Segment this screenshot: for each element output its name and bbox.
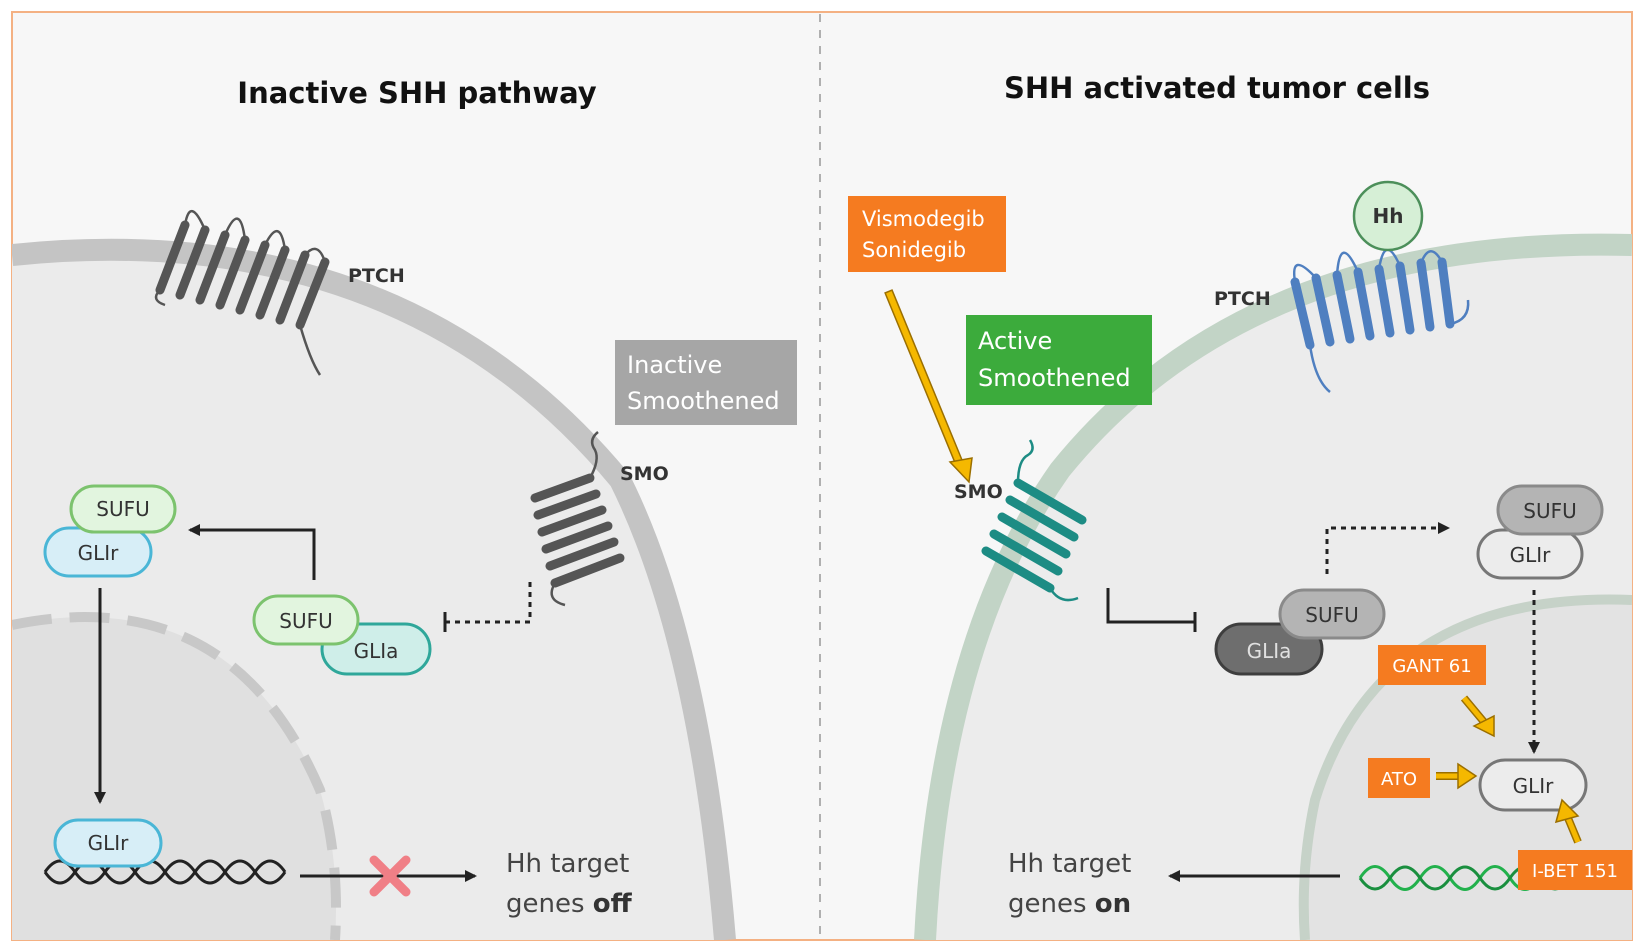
active-smoothened-line1: Active <box>978 327 1052 355</box>
gant61-label: GANT 61 <box>1392 656 1471 677</box>
right-glia-label: GLIa <box>1247 639 1292 663</box>
right-sufu-protein: SUFU <box>1278 588 1386 640</box>
left-panel-title: Inactive SHH pathway <box>237 76 596 110</box>
right-panel: PTCH Hh Active Smoothened Vismodegib Son… <box>848 71 1632 940</box>
left-glir-protein: GLIr <box>43 526 153 578</box>
hh-ligand: Hh <box>1352 180 1424 252</box>
left-sufu-top-label: SUFU <box>96 497 149 521</box>
right-upper-sufu-protein: SUFU <box>1496 484 1604 536</box>
left-smo-label: SMO <box>620 463 669 485</box>
right-panel-title: SHH activated tumor cells <box>1004 71 1430 105</box>
right-upper-glir-label: GLIr <box>1510 543 1552 567</box>
left-sufu-protein: SUFU <box>252 594 360 646</box>
left-output-line2: genes off <box>506 889 633 919</box>
left-sufu-top-protein: SUFU <box>69 484 177 534</box>
right-sufu-label: SUFU <box>1305 603 1358 627</box>
right-output-prefix: genes <box>1008 889 1095 919</box>
inactive-smoothened-line2: Smoothened <box>627 387 780 415</box>
smo-inhibitor-box: Vismodegib Sonidegib <box>848 196 1006 272</box>
right-smo-receptor: SMO <box>954 439 1087 602</box>
left-glir-label: GLIr <box>78 541 120 565</box>
right-ptch-receptor: PTCH <box>1214 248 1470 393</box>
right-upper-glir-protein: GLIr <box>1476 528 1584 580</box>
left-glia-label: GLIa <box>354 639 399 663</box>
right-output-line2: genes on <box>1008 889 1131 919</box>
ato-drug: ATO <box>1368 758 1478 798</box>
ato-label: ATO <box>1381 769 1417 790</box>
right-nucleus-glir-label: GLIr <box>1513 774 1555 798</box>
inactive-smoothened-line1: Inactive <box>627 351 722 379</box>
inhibitor-to-smo-arrow <box>884 289 973 484</box>
hh-ligand-label: Hh <box>1373 204 1404 228</box>
smo-to-complex-inhibition-right <box>1106 588 1197 632</box>
block-cross-icon <box>369 855 411 897</box>
left-panel: PTCH SMO Inactive Smoothened <box>12 76 797 940</box>
inactive-smoothened-box: Inactive Smoothened <box>615 340 797 425</box>
inhibitor-line2: Sonidegib <box>862 238 966 262</box>
right-nucleus-glir-protein: GLIr <box>1478 758 1588 812</box>
ibet151-label: I-BET 151 <box>1532 861 1618 882</box>
right-ptch-label: PTCH <box>1214 288 1271 310</box>
right-smo-label: SMO <box>954 481 1003 503</box>
left-smo-receptor: SMO <box>530 431 669 607</box>
left-output-bold: off <box>593 889 633 919</box>
ptch-receptor: PTCH <box>154 210 405 376</box>
left-nucleus-glir-label: GLIr <box>88 831 130 855</box>
right-upper-sufu-label: SUFU <box>1523 499 1576 523</box>
right-output-bold: on <box>1095 889 1131 919</box>
left-sufu-label: SUFU <box>279 609 332 633</box>
right-nuclear-envelope <box>1298 594 1632 940</box>
active-smoothened-box: Active Smoothened <box>966 315 1152 405</box>
ibet151-drug: I-BET 151 <box>1518 798 1632 890</box>
complex-to-glir-arrow <box>188 524 316 580</box>
gant61-drug: GANT 61 <box>1378 645 1495 738</box>
smo-to-complex-inhibition <box>443 582 532 632</box>
left-output-prefix: genes <box>506 889 593 919</box>
left-ptch-label: PTCH <box>348 265 405 287</box>
inhibitor-line1: Vismodegib <box>862 207 985 231</box>
left-nucleus-glir-protein: GLIr <box>53 818 163 868</box>
right-output-line1: Hh target <box>1008 849 1131 879</box>
left-output-line1: Hh target <box>506 849 629 879</box>
active-smoothened-line2: Smoothened <box>978 364 1131 392</box>
